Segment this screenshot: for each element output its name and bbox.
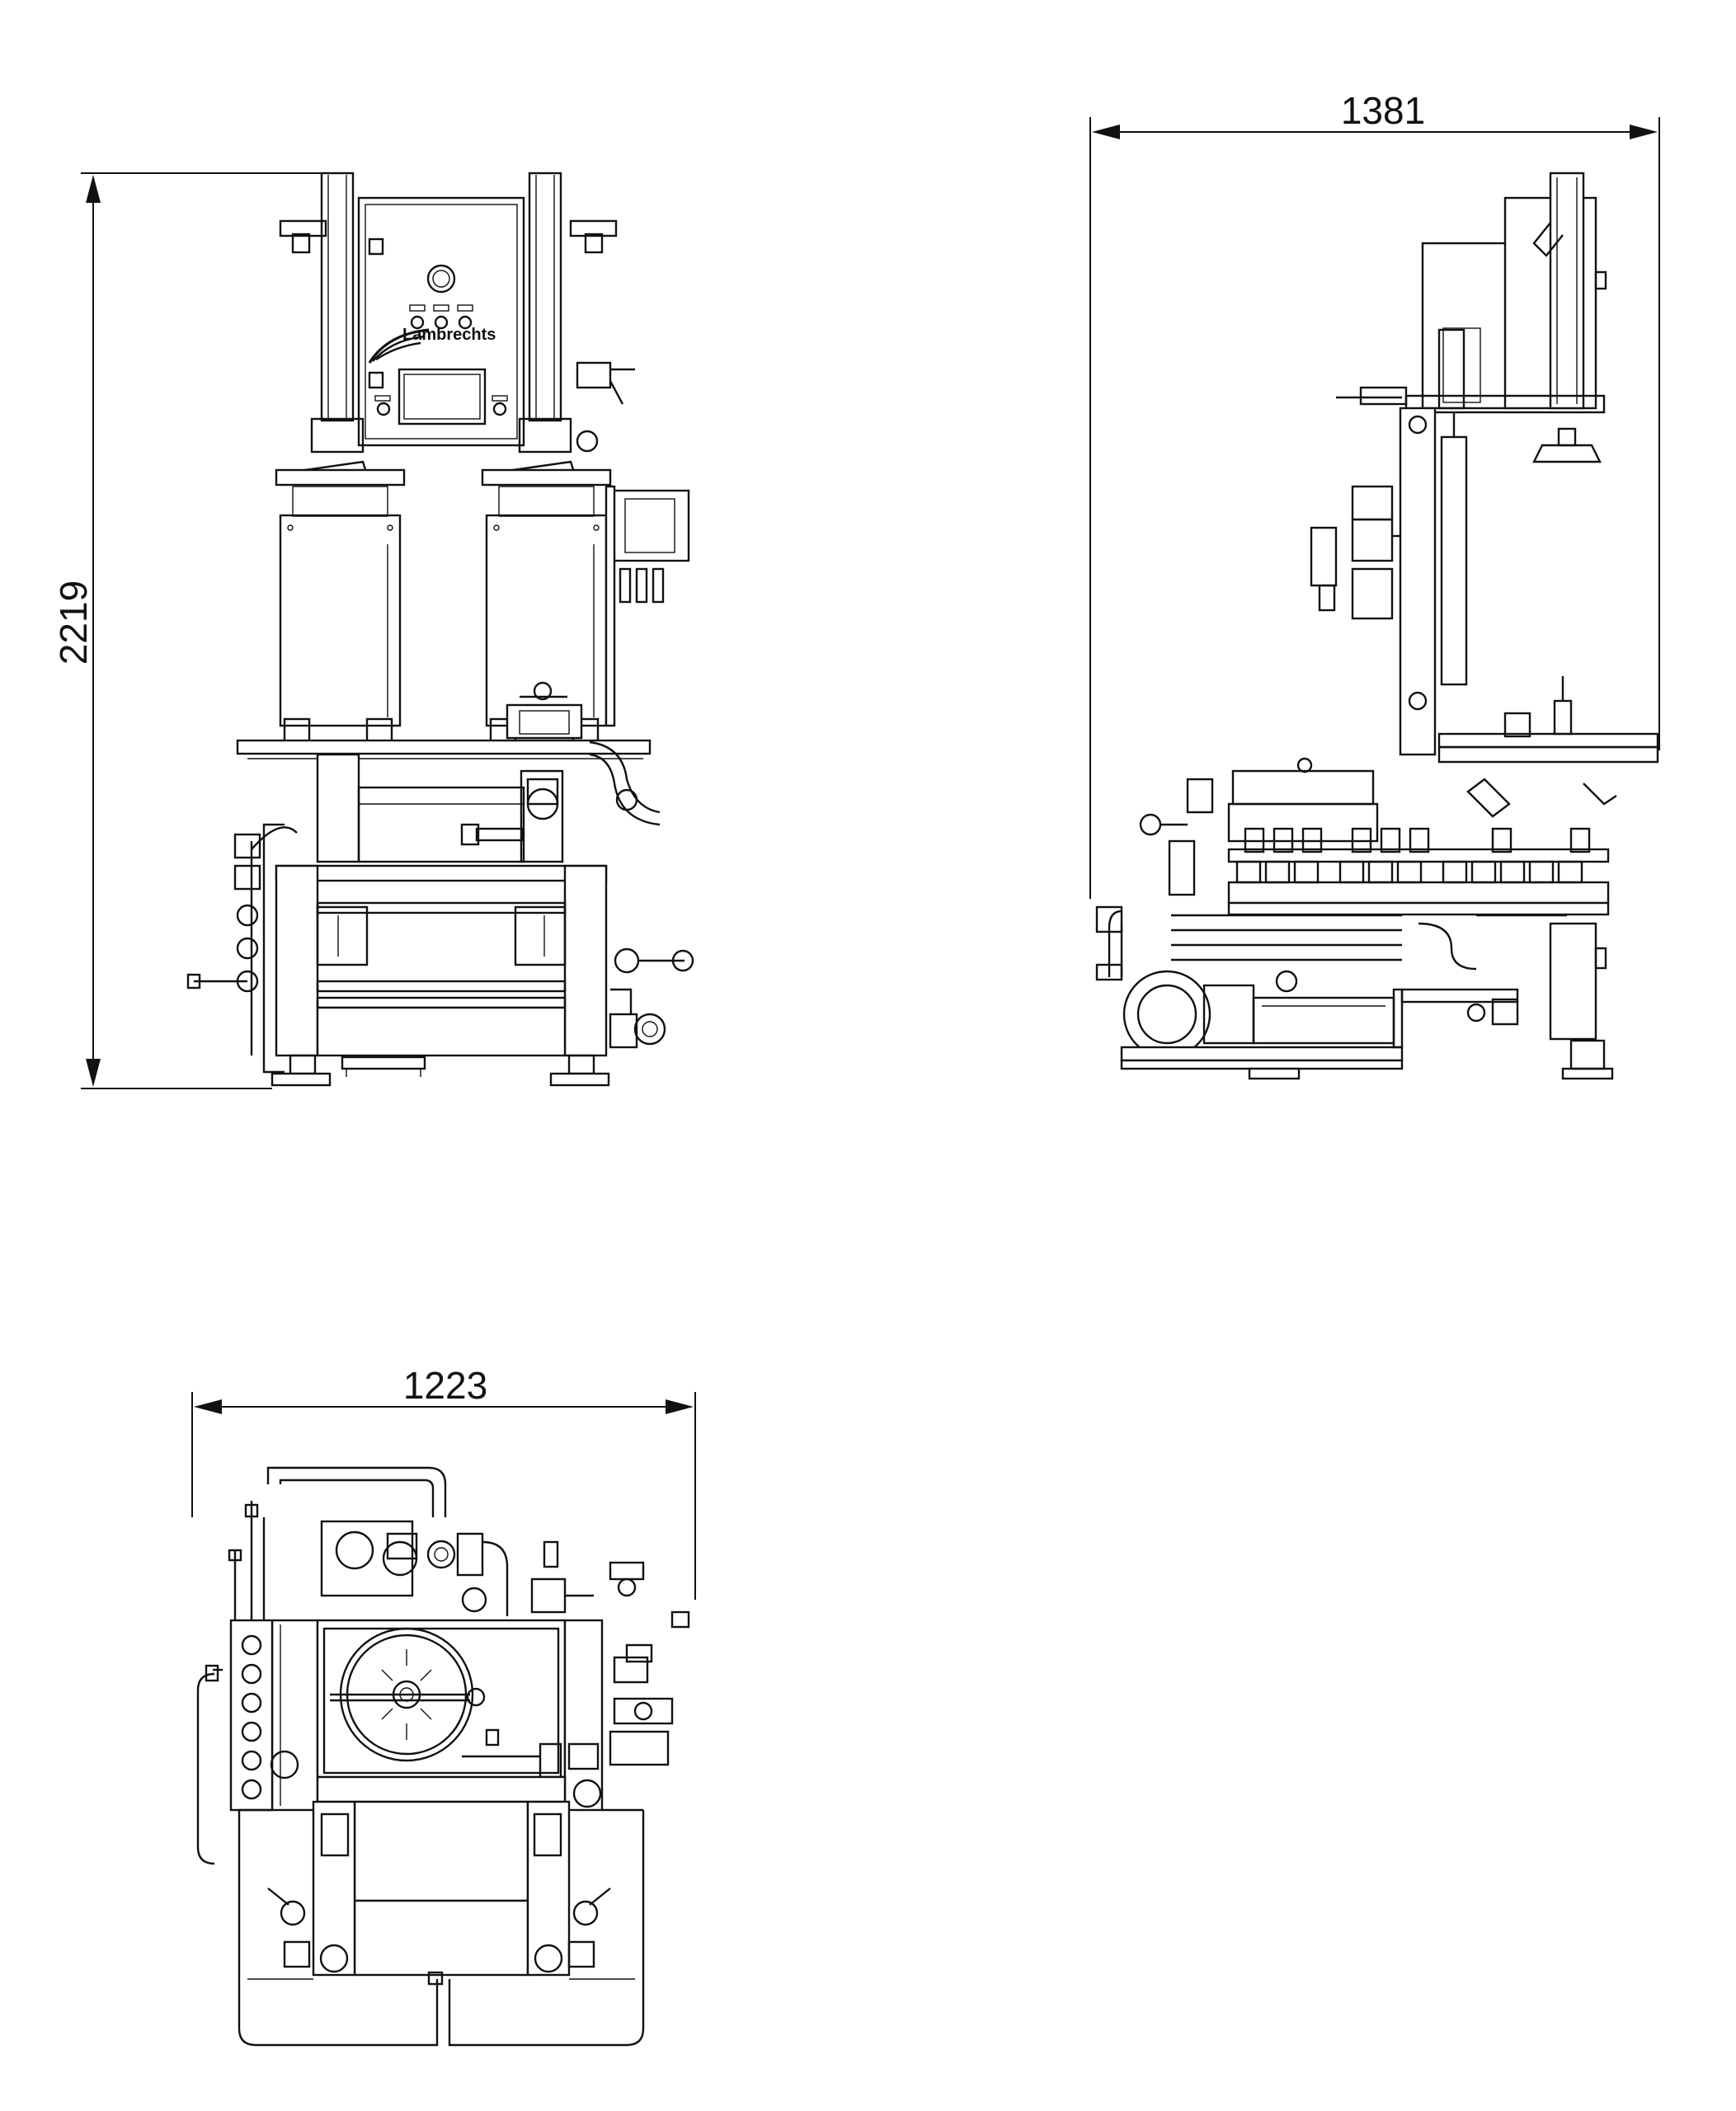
front-view: Lambrechts (186, 172, 694, 1087)
top-view (196, 1466, 690, 2047)
brand-logo: Lambrechts (368, 326, 496, 364)
brand-logo-text: Lambrechts (402, 326, 496, 344)
side-view (1095, 172, 1659, 1080)
dimension-height: 2219 (52, 172, 334, 1089)
dimension-width-side: 1381 (1089, 89, 1660, 899)
dimension-width-top: 1223 (191, 1364, 696, 1600)
dimension-height-label: 2219 (52, 581, 95, 665)
dimension-width-side-label: 1381 (1341, 89, 1425, 132)
dimension-width-top-label: 1223 (403, 1364, 487, 1407)
